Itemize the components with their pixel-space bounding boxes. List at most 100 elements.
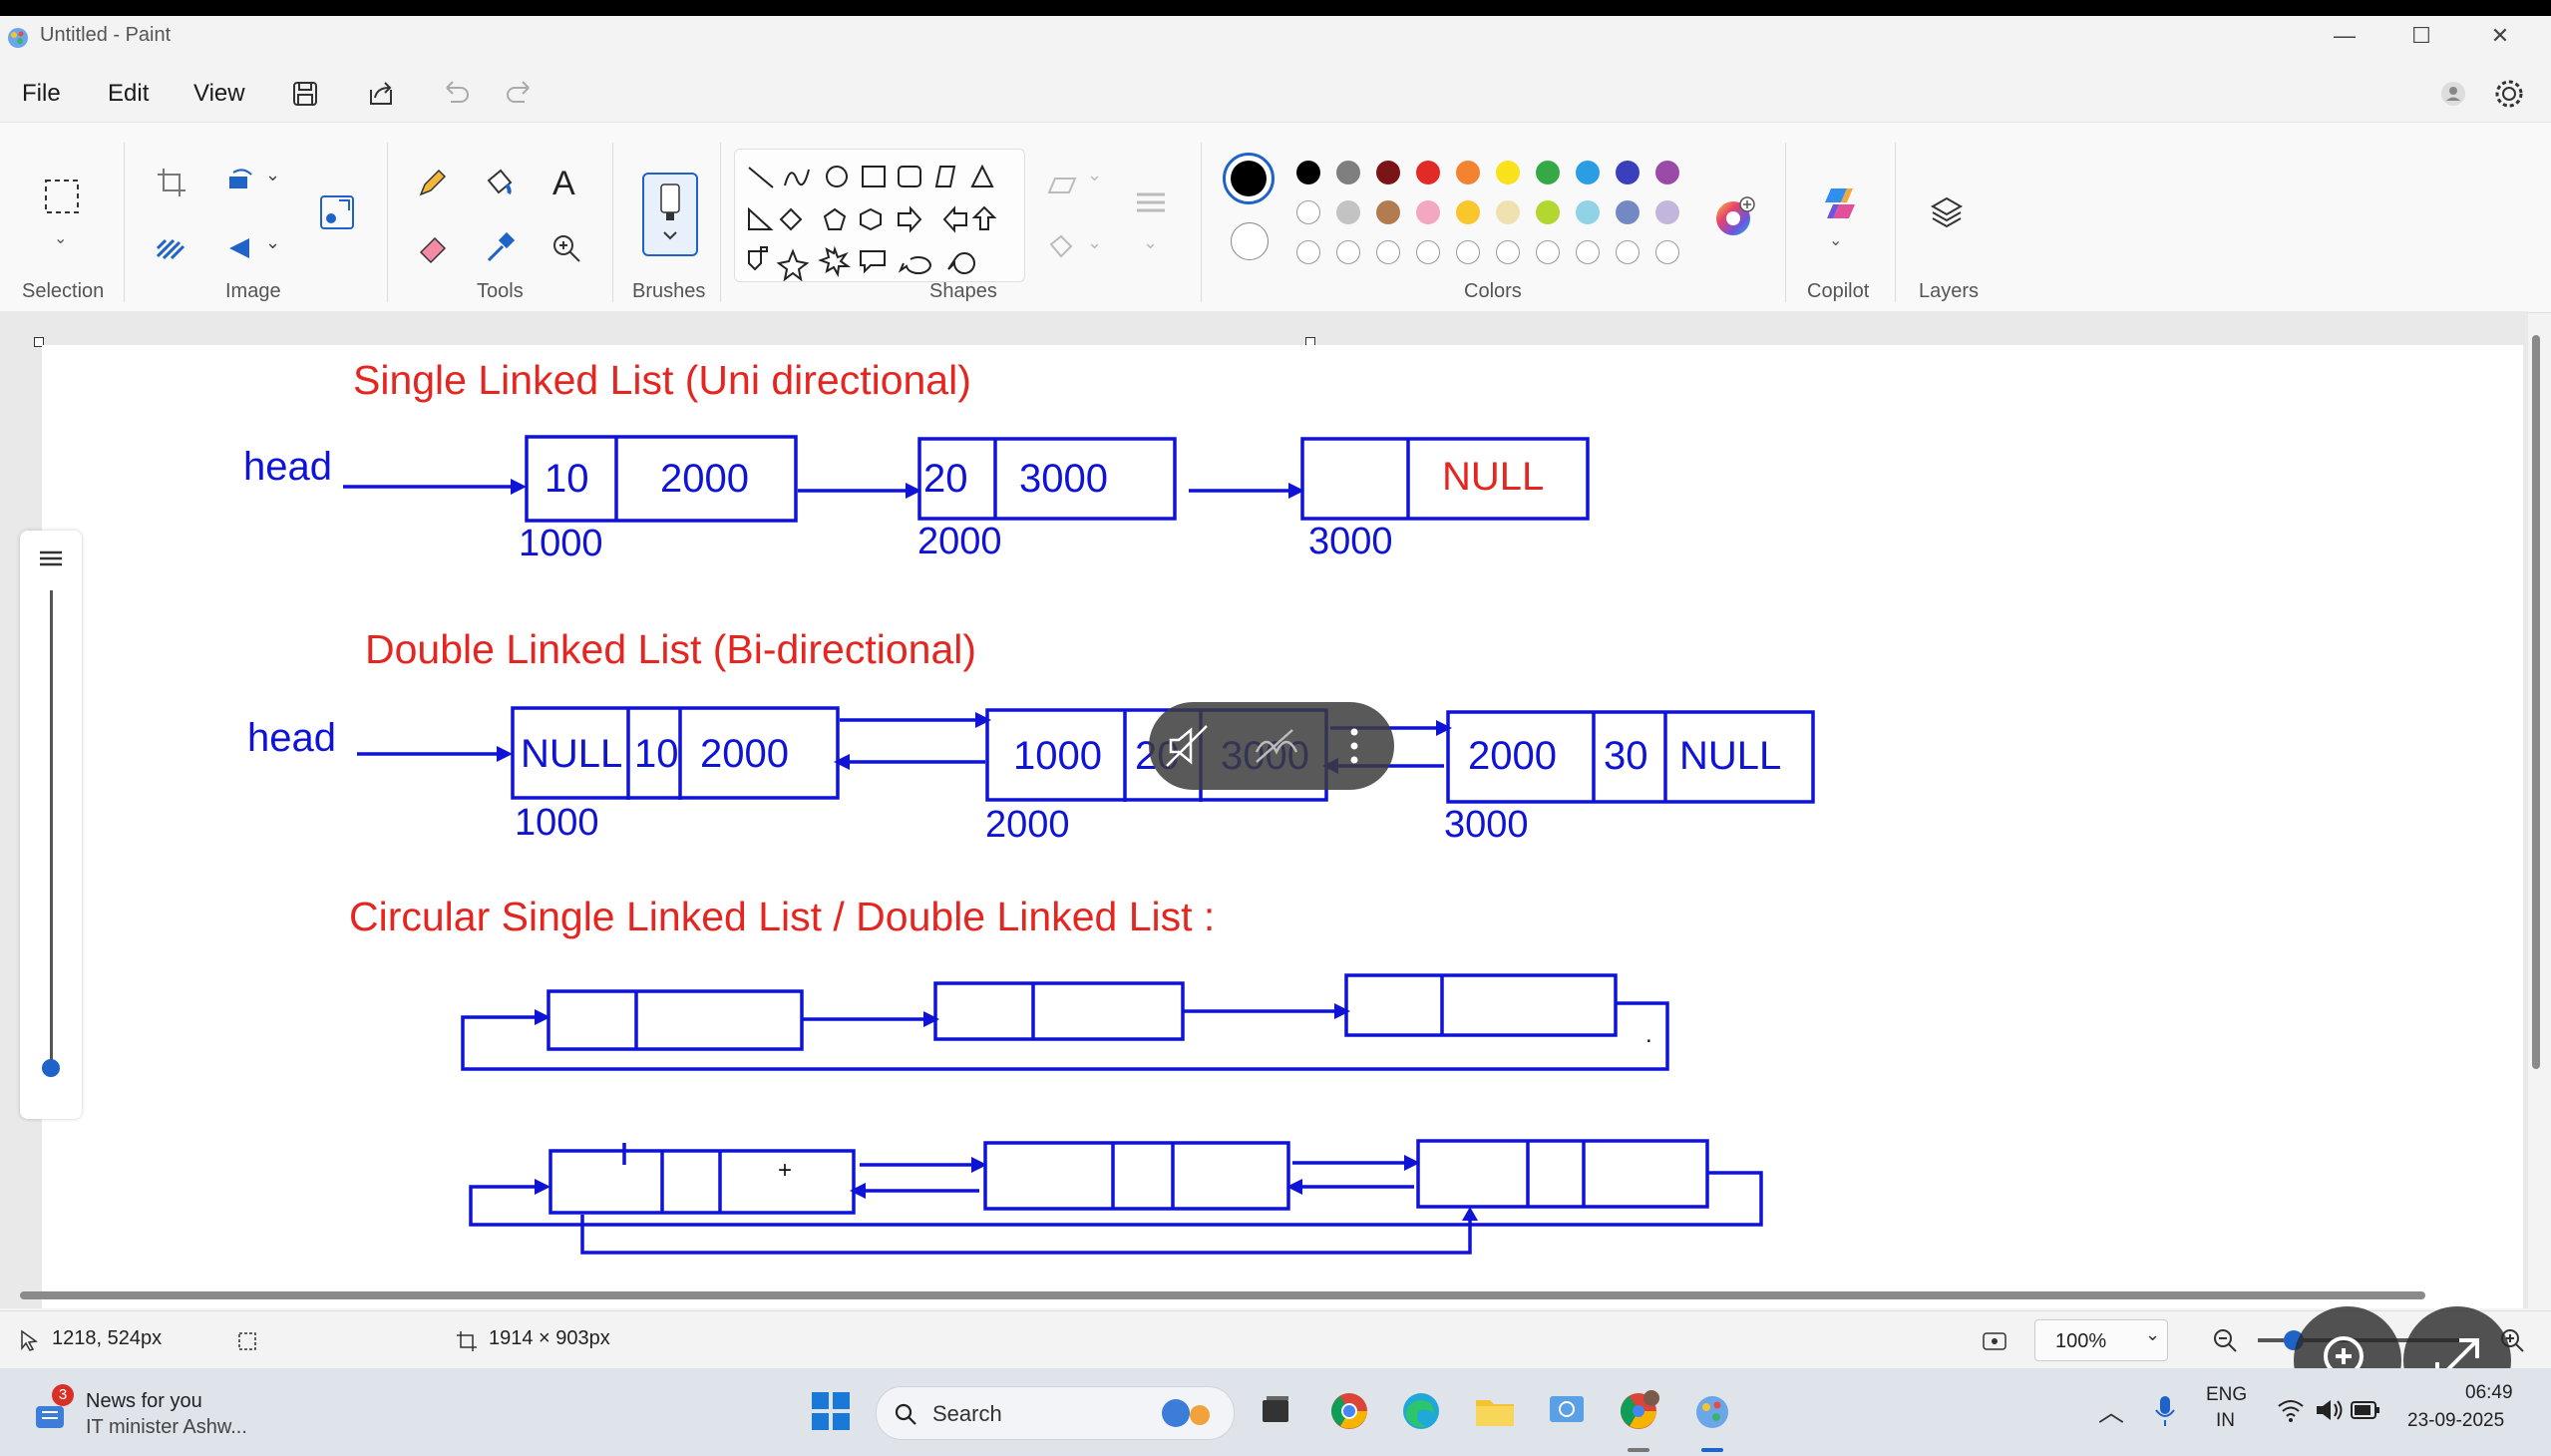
color-swatch[interactable] (1655, 161, 1679, 184)
primary-color-button[interactable] (1223, 153, 1275, 204)
color-swatch[interactable] (1296, 161, 1320, 184)
zoom-out-icon[interactable] (2210, 1325, 2240, 1355)
color-swatch[interactable] (1416, 200, 1440, 224)
color-swatch[interactable] (1416, 161, 1440, 184)
crop-icon[interactable] (152, 163, 191, 202)
slider-track[interactable] (50, 590, 53, 1069)
color-swatch[interactable] (1576, 161, 1600, 184)
vertical-scroll-thumb[interactable] (2532, 335, 2540, 1069)
flip-icon[interactable] (221, 228, 261, 268)
news-widget[interactable]: 3 News for you IT minister Ashw... (22, 1384, 441, 1444)
color-swatch[interactable] (1336, 200, 1360, 224)
color-swatch[interactable] (1616, 200, 1640, 224)
custom-color-slot[interactable] (1536, 240, 1560, 264)
taskbar-search-box[interactable]: Search (876, 1386, 1235, 1440)
brushes-button[interactable] (642, 173, 698, 256)
pencil-icon[interactable] (413, 163, 453, 202)
show-hidden-icons-chevron[interactable]: ︿ (2098, 1397, 2125, 1427)
custom-color-slot[interactable] (1416, 240, 1440, 264)
color-swatch[interactable] (1536, 200, 1560, 224)
selection-chevron-icon[interactable]: ⌄ (54, 230, 68, 247)
language-label[interactable]: ENG (2206, 1384, 2248, 1405)
remove-background-icon[interactable] (152, 228, 191, 268)
task-view-icon[interactable] (1251, 1386, 1300, 1436)
undo-icon[interactable] (435, 74, 475, 114)
paint-taskbar-icon[interactable] (1687, 1386, 1737, 1436)
rotate-icon[interactable] (221, 163, 261, 202)
menu-view[interactable]: View (193, 80, 245, 107)
edge-icon[interactable] (1396, 1386, 1446, 1436)
layers-icon[interactable] (1927, 192, 1967, 232)
fill-icon[interactable] (1043, 228, 1083, 268)
region-label[interactable]: IN (2216, 1410, 2235, 1431)
volume-icon[interactable] (2314, 1396, 2344, 1424)
minimize-button[interactable]: — (2334, 23, 2356, 48)
slider-thumb[interactable] (42, 1059, 60, 1077)
redo-icon[interactable] (501, 74, 541, 114)
color-swatch[interactable] (1536, 161, 1560, 184)
close-button[interactable]: ✕ (2490, 23, 2510, 48)
custom-color-slot[interactable] (1655, 240, 1679, 264)
text-tool-icon[interactable]: A (552, 165, 575, 202)
line-size-chevron-icon[interactable]: ⌄ (1143, 232, 1159, 252)
color-swatch[interactable] (1576, 200, 1600, 224)
custom-color-slot[interactable] (1296, 240, 1320, 264)
rotate-chevron-icon[interactable]: ⌄ (265, 165, 281, 184)
clock-time[interactable]: 06:49 (2465, 1382, 2513, 1403)
snipping-tool-icon[interactable] (1542, 1386, 1592, 1436)
chrome-icon[interactable] (1324, 1386, 1374, 1436)
selection-icon[interactable] (42, 177, 82, 216)
microphone-icon[interactable] (2152, 1394, 2178, 1428)
custom-color-slot[interactable] (1336, 240, 1360, 264)
start-menu-icon[interactable] (806, 1386, 856, 1436)
shapes-gallery[interactable] (734, 149, 1025, 282)
brush-size-slider[interactable] (20, 531, 82, 1119)
share-icon[interactable] (361, 74, 401, 114)
more-options-icon[interactable] (1344, 724, 1364, 768)
color-swatch[interactable] (1336, 161, 1360, 184)
maximize-button[interactable]: ☐ (2411, 23, 2431, 48)
color-swatch[interactable] (1296, 200, 1320, 224)
custom-color-slot[interactable] (1496, 240, 1520, 264)
menu-edit[interactable]: Edit (108, 80, 150, 107)
flip-chevron-icon[interactable]: ⌄ (265, 232, 281, 252)
fill-chevron-icon[interactable]: ⌄ (1087, 232, 1103, 252)
copilot-chevron-icon[interactable]: ⌄ (1829, 232, 1843, 249)
color-swatch[interactable] (1616, 161, 1640, 184)
color-picker-icon[interactable] (479, 228, 519, 268)
menu-file[interactable]: File (22, 80, 61, 107)
color-swatch[interactable] (1456, 200, 1480, 224)
line-size-icon[interactable] (1131, 182, 1171, 222)
resize-handle[interactable] (34, 337, 44, 347)
custom-color-slot[interactable] (1576, 240, 1600, 264)
color-swatch[interactable] (1496, 161, 1520, 184)
color-swatch[interactable] (1376, 200, 1400, 224)
horizontal-scroll-thumb[interactable] (20, 1291, 2425, 1299)
horizontal-scrollbar[interactable] (8, 1288, 2531, 1302)
copilot-icon[interactable] (1817, 181, 1863, 226)
save-icon[interactable] (285, 74, 325, 114)
edit-colors-icon[interactable] (1711, 194, 1757, 240)
custom-color-slot[interactable] (1456, 240, 1480, 264)
drawing-canvas[interactable]: Single Linked List (Uni directional) hea… (42, 345, 2523, 1308)
outline-chevron-icon[interactable]: ⌄ (1087, 165, 1103, 184)
zoom-select[interactable]: 100% ⌄ (2034, 1319, 2168, 1361)
outline-icon[interactable] (1043, 163, 1083, 202)
resize-image-icon[interactable] (317, 192, 357, 232)
color-swatch[interactable] (1456, 161, 1480, 184)
captions-off-icon[interactable] (1249, 722, 1300, 770)
color-swatch[interactable] (1496, 200, 1520, 224)
mute-icon[interactable] (1163, 722, 1215, 770)
custom-color-slot[interactable] (1616, 240, 1640, 264)
vertical-scrollbar[interactable] (2530, 321, 2542, 1278)
chrome-profile-icon[interactable] (1614, 1386, 1663, 1436)
secondary-color-button[interactable] (1231, 222, 1269, 260)
fill-bucket-icon[interactable] (479, 163, 519, 202)
media-overlay-pill[interactable] (1149, 702, 1394, 790)
fit-to-window-icon[interactable] (1981, 1327, 2008, 1355)
color-swatch[interactable] (1655, 200, 1679, 224)
account-icon[interactable] (2437, 78, 2469, 110)
color-swatch[interactable] (1376, 161, 1400, 184)
clock-date[interactable]: 23-09-2025 (2407, 1410, 2505, 1431)
magnifier-icon[interactable] (547, 228, 586, 268)
